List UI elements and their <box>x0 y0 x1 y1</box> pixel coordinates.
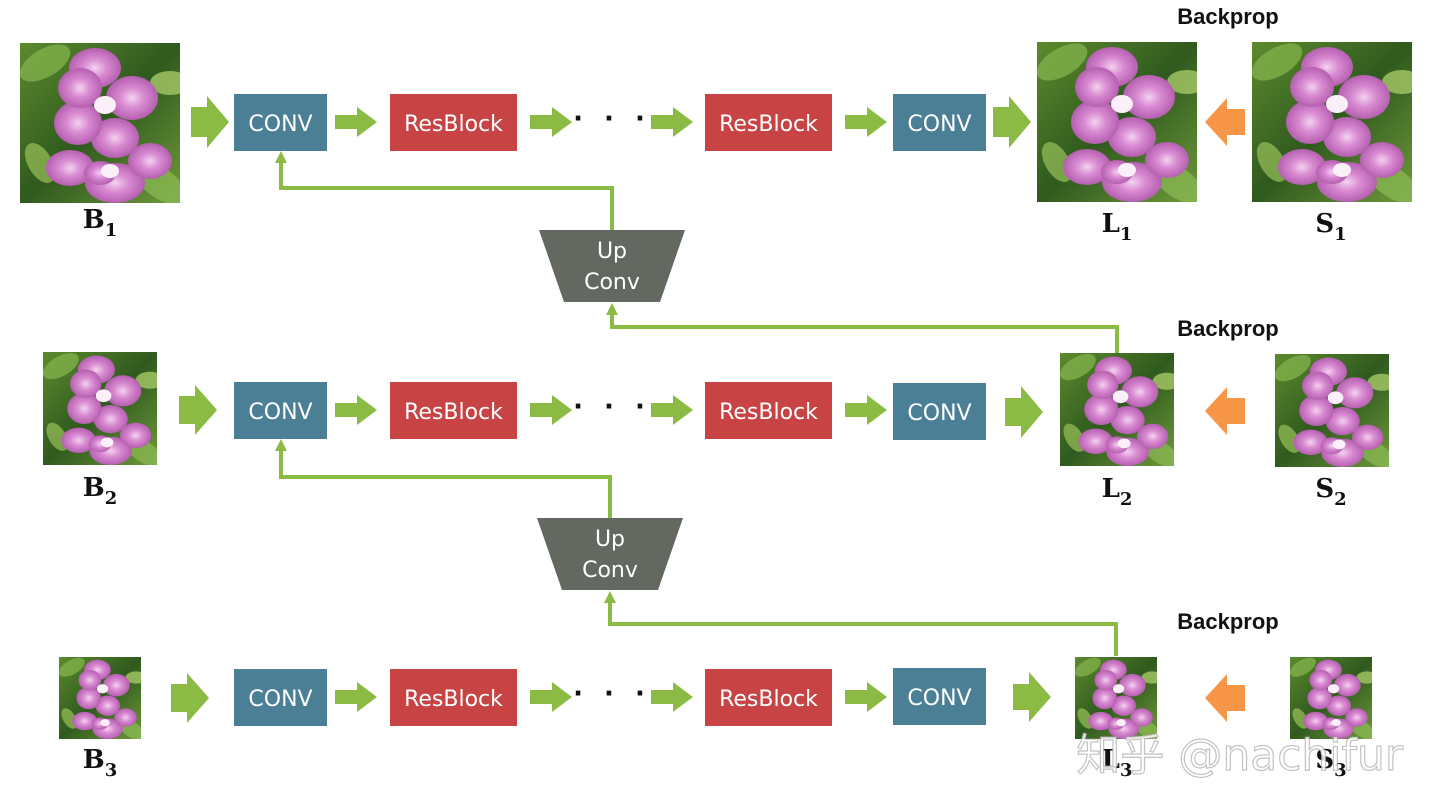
backprop-label: Backprop <box>1177 316 1278 341</box>
label-s3: S3 <box>1315 745 1346 781</box>
label-l1: L1 <box>1102 209 1133 245</box>
arrow-conv-to-output-2 <box>1005 386 1043 438</box>
feedback-line-l3-to-upconv2 <box>608 600 1118 656</box>
input-image-b3 <box>59 657 141 739</box>
label-s2: S2 <box>1315 474 1346 510</box>
arrow-res-to-conv-2 <box>845 395 887 425</box>
arrow-res-to-dots-2 <box>530 395 572 425</box>
row-2: B2 CONV ResBlock · · · ResBlock CONV L2 … <box>43 316 1389 510</box>
conv-block-3b <box>893 668 986 725</box>
backprop-arrow-1 <box>1205 98 1245 146</box>
row-3: B3 CONV ResBlock · · · ResBlock CONV L3 … <box>59 609 1372 781</box>
arrow-input-to-conv-1 <box>191 96 229 148</box>
arrow-dots-to-res-3 <box>651 682 693 712</box>
watermark-text: 知乎 @nachifur <box>1076 730 1404 781</box>
input-image-b2 <box>43 352 157 465</box>
arrow-res-to-conv-3 <box>845 682 887 712</box>
label-b2: B2 <box>83 473 118 509</box>
svg-text:L1: L1 <box>1102 209 1133 245</box>
resblock-3a <box>390 669 517 726</box>
arrow-conv-to-res-3 <box>335 682 377 712</box>
feedback-arrowhead-upconv2 <box>604 591 616 603</box>
resblock-label: ResBlock <box>404 687 503 712</box>
conv-block-1a <box>234 94 327 151</box>
backprop-label: Backprop <box>1177 4 1278 29</box>
feedback-line-l2-to-upconv1 <box>610 312 1119 353</box>
resblock-label: ResBlock <box>719 400 818 425</box>
conv-block-1b <box>893 94 986 151</box>
svg-text:L3: L3 <box>1102 745 1133 781</box>
conv-label: CONV <box>907 112 971 137</box>
output-image-l1 <box>1037 42 1197 202</box>
arrow-dots-to-res-1 <box>651 107 693 137</box>
upconv-block-1 <box>539 230 685 302</box>
conv-label: CONV <box>248 112 312 137</box>
conv-label: CONV <box>248 400 312 425</box>
skip-arrowhead-conv1 <box>275 151 287 163</box>
output-image-l2 <box>1060 353 1174 466</box>
svg-text:S2: S2 <box>1315 474 1346 510</box>
backprop-arrow-3 <box>1205 674 1245 722</box>
label-l3: L3 <box>1102 745 1133 781</box>
input-image-b1 <box>20 43 180 203</box>
arrow-res-to-dots-3 <box>530 682 572 712</box>
svg-text:S1: S1 <box>1315 209 1346 245</box>
label-s1: S1 <box>1315 209 1346 245</box>
svg-text:L2: L2 <box>1102 474 1133 510</box>
conv-label: CONV <box>907 401 971 426</box>
resblock-label: ResBlock <box>404 112 503 137</box>
resblock-2a <box>390 382 517 439</box>
ellipsis-dots: · · · <box>573 392 651 422</box>
target-image-s2 <box>1275 354 1389 467</box>
arrow-conv-to-res-2 <box>335 395 377 425</box>
conv-block-2a <box>234 382 327 439</box>
arrow-input-to-conv-3 <box>171 673 209 723</box>
svg-text:S3: S3 <box>1315 745 1346 781</box>
conv-block-2b <box>893 383 986 440</box>
svg-text:B2: B2 <box>83 473 118 509</box>
arrow-conv-to-output-1 <box>993 96 1031 148</box>
arrow-conv-to-output-3 <box>1013 672 1051 722</box>
label-b1: B1 <box>83 205 118 241</box>
upconv-block-2 <box>537 518 683 590</box>
resblock-label: ResBlock <box>404 400 503 425</box>
conv-block-3a <box>234 669 327 726</box>
resblock-3b <box>705 669 832 726</box>
upconv-label-conv: Conv <box>584 270 640 295</box>
resblock-label: ResBlock <box>719 112 818 137</box>
resblock-1b <box>705 94 832 151</box>
label-l2: L2 <box>1102 474 1133 510</box>
resblock-2b <box>705 382 832 439</box>
arrow-input-to-conv-2 <box>179 385 217 435</box>
svg-text:B1: B1 <box>83 205 118 241</box>
skip-line-upconv2-to-conv2 <box>279 448 612 518</box>
arrow-conv-to-res-1 <box>335 107 377 137</box>
ellipsis-dots: · · · <box>573 104 651 134</box>
backprop-arrow-2 <box>1205 387 1245 435</box>
target-image-s1 <box>1252 42 1412 202</box>
svg-text:B3: B3 <box>83 745 118 781</box>
arrow-dots-to-res-2 <box>651 395 693 425</box>
upconv-label-up: Up <box>597 239 627 264</box>
arrow-res-to-conv-1 <box>845 107 887 137</box>
arrow-res-to-dots-1 <box>530 107 572 137</box>
resblock-label: ResBlock <box>719 687 818 712</box>
row-1: B1 CONV ResBlock · · · ResBlock CONV L1 … <box>20 4 1412 245</box>
upconv-label-conv: Conv <box>582 558 638 583</box>
conv-label: CONV <box>248 687 312 712</box>
label-b3: B3 <box>83 745 118 781</box>
ellipsis-dots: · · · <box>573 679 651 709</box>
backprop-label: Backprop <box>1177 609 1278 634</box>
conv-label: CONV <box>907 686 971 711</box>
resblock-1a <box>390 94 517 151</box>
upconv-label-up: Up <box>595 527 625 552</box>
skip-line-upconv1-to-conv1 <box>279 160 614 230</box>
feedback-arrowhead-upconv1 <box>606 303 618 315</box>
skip-arrowhead-conv2 <box>275 439 287 451</box>
